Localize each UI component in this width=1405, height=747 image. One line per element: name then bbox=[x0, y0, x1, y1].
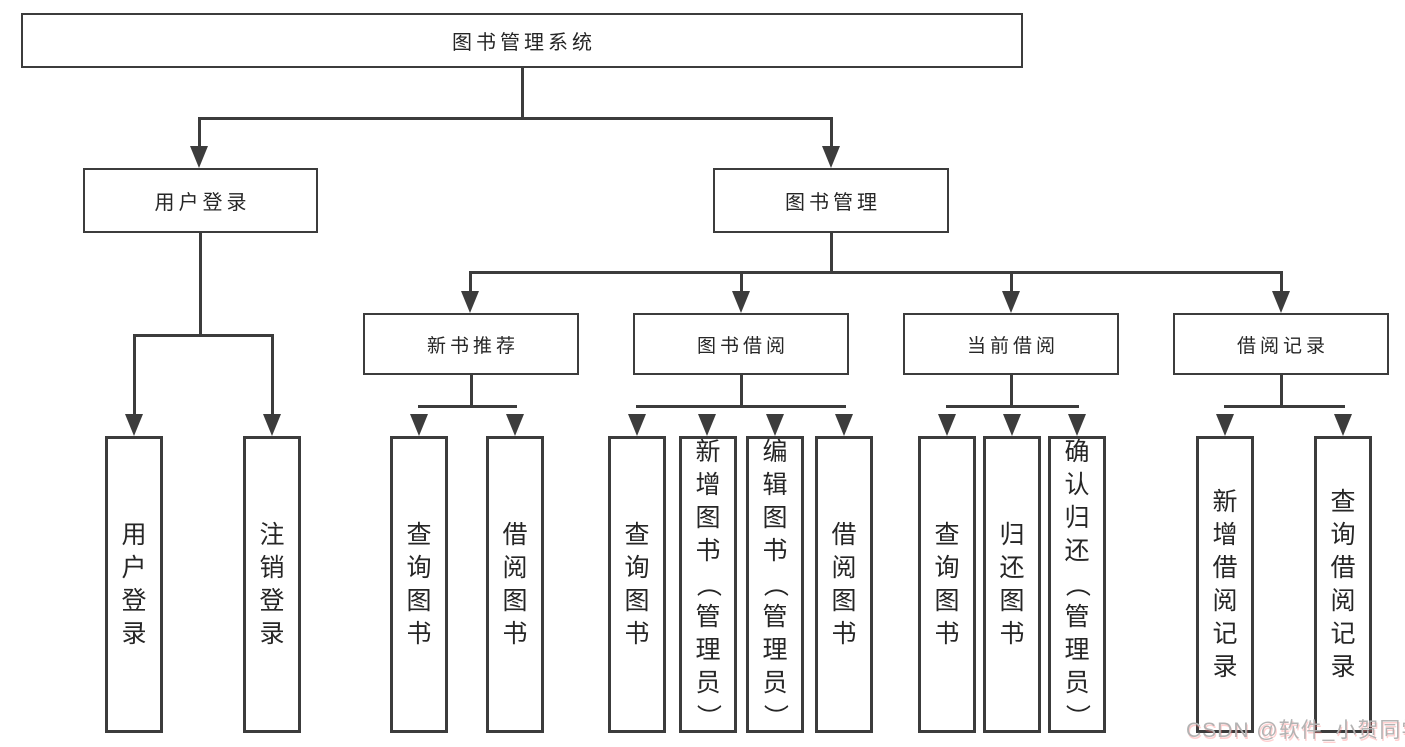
connector-line bbox=[470, 375, 473, 406]
connector-line bbox=[636, 405, 846, 408]
connector-line bbox=[740, 375, 743, 406]
arrowhead-icon bbox=[1003, 414, 1021, 436]
leaf-query-books-current: 查询图书 bbox=[918, 436, 976, 733]
arrowhead-icon bbox=[1334, 414, 1352, 436]
leaf-add-borrow-record: 新增借阅记录 bbox=[1196, 436, 1254, 733]
connector-line bbox=[1010, 375, 1013, 406]
leaf-label: 注销登录 bbox=[259, 520, 285, 648]
arrowhead-icon bbox=[766, 414, 784, 436]
node-borrowing-records: 借阅记录 bbox=[1173, 313, 1389, 375]
leaf-label: 编辑图书（管理员） bbox=[761, 438, 790, 730]
node-book-management: 图书管理 bbox=[713, 168, 949, 233]
arrowhead-icon bbox=[1002, 291, 1020, 313]
arrowhead-icon bbox=[938, 414, 956, 436]
leaf-label: 新增图书（管理员） bbox=[694, 438, 723, 730]
node-label: 图书管理 bbox=[785, 192, 881, 214]
arrowhead-icon bbox=[190, 146, 208, 168]
leaf-label: 查询图书 bbox=[406, 520, 432, 648]
leaf-confirm-return-admin: 确认归还（管理员） bbox=[1048, 436, 1106, 733]
leaf-edit-books-admin: 编辑图书（管理员） bbox=[746, 436, 804, 733]
connector-line bbox=[469, 271, 472, 293]
leaf-label: 确认归还（管理员） bbox=[1063, 438, 1092, 730]
node-root-library-management-system: 图书管理系统 bbox=[21, 13, 1023, 68]
arrowhead-icon bbox=[732, 291, 750, 313]
connector-line bbox=[946, 405, 1079, 408]
connector-line bbox=[198, 117, 832, 120]
arrowhead-icon bbox=[835, 414, 853, 436]
arrowhead-icon bbox=[822, 146, 840, 168]
connector-line bbox=[830, 117, 833, 147]
connector-line bbox=[521, 68, 524, 118]
leaf-borrow-books-rec: 借阅图书 bbox=[486, 436, 544, 733]
arrowhead-icon bbox=[1216, 414, 1234, 436]
connector-line bbox=[1224, 405, 1345, 408]
connector-line bbox=[1010, 271, 1013, 293]
leaf-label: 查询图书 bbox=[934, 520, 960, 648]
leaf-logout: 注销登录 bbox=[243, 436, 301, 733]
node-user-login: 用户登录 bbox=[83, 168, 318, 233]
leaf-label: 归还图书 bbox=[999, 520, 1025, 648]
node-new-book-recommendation: 新书推荐 bbox=[363, 313, 579, 375]
leaf-label: 查询图书 bbox=[624, 520, 650, 648]
connector-line bbox=[469, 271, 1283, 274]
leaf-label: 新增借阅记录 bbox=[1212, 487, 1238, 681]
connector-line bbox=[133, 334, 274, 337]
csdn-watermark: CSDN @软件_小贺同学 bbox=[1186, 719, 1405, 742]
leaf-query-books-borrow: 查询图书 bbox=[608, 436, 666, 733]
leaf-borrow-books: 借阅图书 bbox=[815, 436, 873, 733]
leaf-return-books: 归还图书 bbox=[983, 436, 1041, 733]
leaf-query-books-rec: 查询图书 bbox=[390, 436, 448, 733]
arrowhead-icon bbox=[1272, 291, 1290, 313]
node-label: 图书管理系统 bbox=[452, 32, 596, 54]
leaf-add-books-admin: 新增图书（管理员） bbox=[679, 436, 737, 733]
connector-line bbox=[133, 334, 136, 416]
leaf-label: 借阅图书 bbox=[831, 520, 857, 648]
connector-line bbox=[830, 233, 833, 272]
arrowhead-icon bbox=[698, 414, 716, 436]
node-current-borrowing: 当前借阅 bbox=[903, 313, 1119, 375]
node-label: 用户登录 bbox=[154, 192, 251, 214]
leaf-user-login: 用户登录 bbox=[105, 436, 163, 733]
arrowhead-icon bbox=[506, 414, 524, 436]
node-book-borrowing: 图书借阅 bbox=[633, 313, 849, 375]
connector-line bbox=[1280, 271, 1283, 293]
arrowhead-icon bbox=[125, 414, 143, 436]
connector-line bbox=[740, 271, 743, 293]
leaf-query-borrow-record: 查询借阅记录 bbox=[1314, 436, 1372, 733]
arrowhead-icon bbox=[263, 414, 281, 436]
connector-line bbox=[198, 117, 201, 147]
arrowhead-icon bbox=[410, 414, 428, 436]
arrowhead-icon bbox=[1068, 414, 1086, 436]
node-label: 当前借阅 bbox=[966, 335, 1059, 357]
leaf-label: 用户登录 bbox=[121, 520, 147, 648]
connector-line bbox=[271, 334, 274, 416]
leaf-label: 查询借阅记录 bbox=[1330, 487, 1356, 681]
connector-line bbox=[199, 233, 202, 335]
node-label: 借阅记录 bbox=[1236, 335, 1329, 357]
connector-line bbox=[1280, 375, 1283, 406]
node-label: 新书推荐 bbox=[426, 335, 519, 357]
arrowhead-icon bbox=[628, 414, 646, 436]
arrowhead-icon bbox=[461, 291, 479, 313]
node-label: 图书借阅 bbox=[696, 335, 789, 357]
connector-line bbox=[418, 405, 517, 408]
leaf-label: 借阅图书 bbox=[502, 520, 528, 648]
